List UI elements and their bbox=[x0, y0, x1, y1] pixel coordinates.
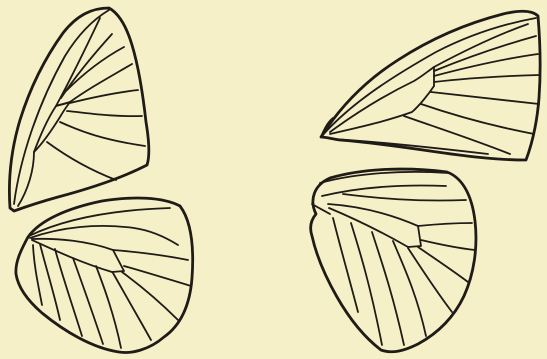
wing-venation-plate bbox=[0, 0, 547, 359]
